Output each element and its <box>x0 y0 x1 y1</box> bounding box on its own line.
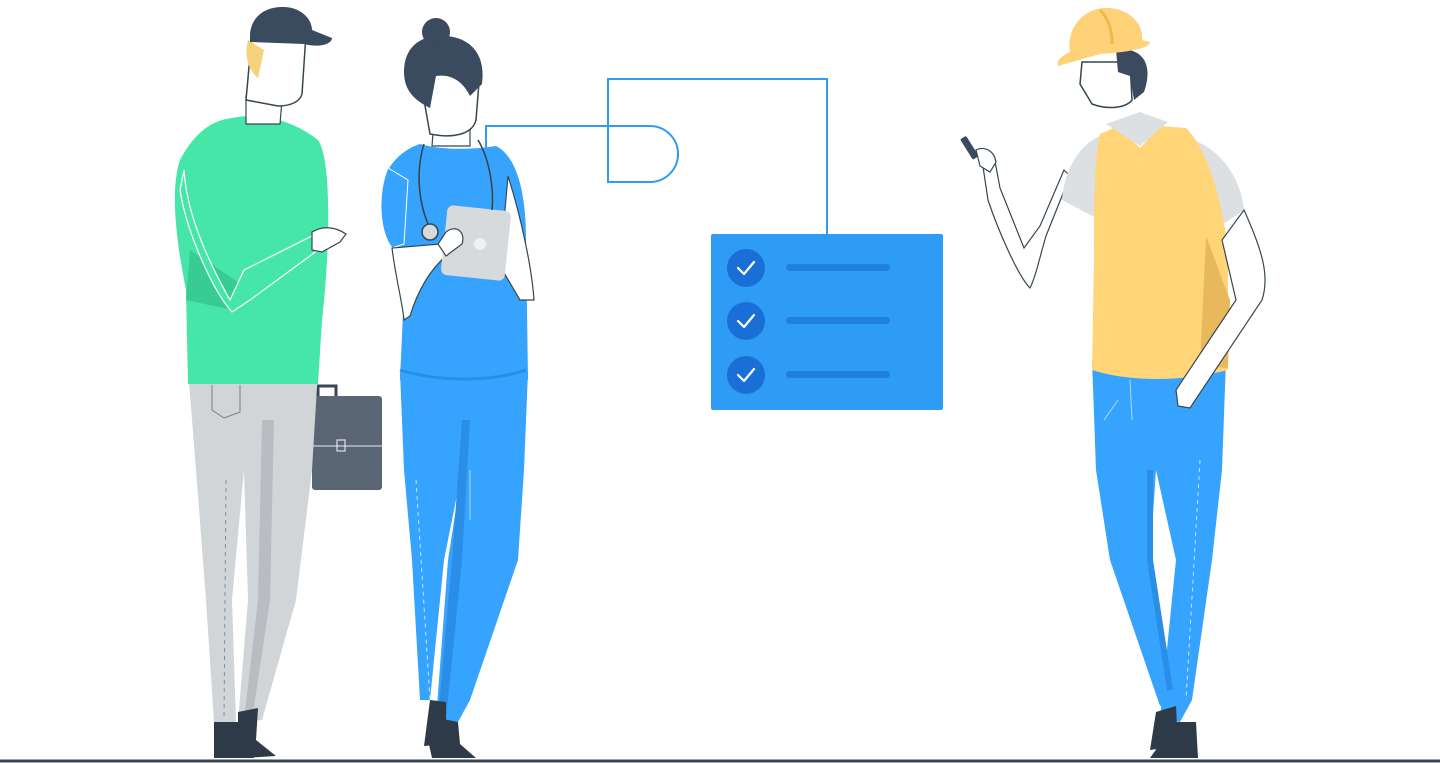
checklist-line <box>786 371 890 378</box>
checklist-line <box>786 317 890 324</box>
phone-icon <box>960 136 979 160</box>
checklist-item <box>727 249 890 287</box>
person-man-with-cap <box>174 7 382 758</box>
nurse-shoe-right <box>428 718 476 758</box>
worker-vest <box>1092 126 1228 379</box>
worker-jeans <box>1092 360 1226 722</box>
check-icon <box>727 356 765 394</box>
checklist-item <box>727 356 890 394</box>
stethoscope-icon <box>418 139 494 241</box>
worker-sleeve-left <box>1062 136 1100 220</box>
connector-lines <box>485 78 828 234</box>
briefcase-icon <box>312 384 382 490</box>
checklist-item <box>727 302 890 340</box>
check-mark <box>736 260 756 276</box>
worker-head <box>1079 61 1133 109</box>
man-sweater <box>174 116 329 385</box>
worker-boot-right <box>1150 722 1198 758</box>
checklist-line <box>786 264 890 271</box>
checklist-panel <box>711 234 943 410</box>
tablet-icon <box>441 205 511 281</box>
hard-hat-icon <box>1057 7 1150 66</box>
person-nurse <box>380 18 535 758</box>
check-mark <box>736 313 756 329</box>
man-trousers <box>188 370 318 722</box>
nurse-trousers <box>400 372 528 722</box>
check-mark <box>736 367 756 383</box>
man-boot-left <box>214 722 254 758</box>
cap-icon <box>250 7 332 46</box>
man-hand <box>311 227 347 253</box>
check-icon <box>727 302 765 340</box>
man-boot-right <box>238 708 276 758</box>
person-worker <box>960 7 1266 758</box>
connector-path-1 <box>485 78 828 234</box>
check-icon <box>727 249 765 287</box>
man-trousers-shadow <box>244 420 274 720</box>
